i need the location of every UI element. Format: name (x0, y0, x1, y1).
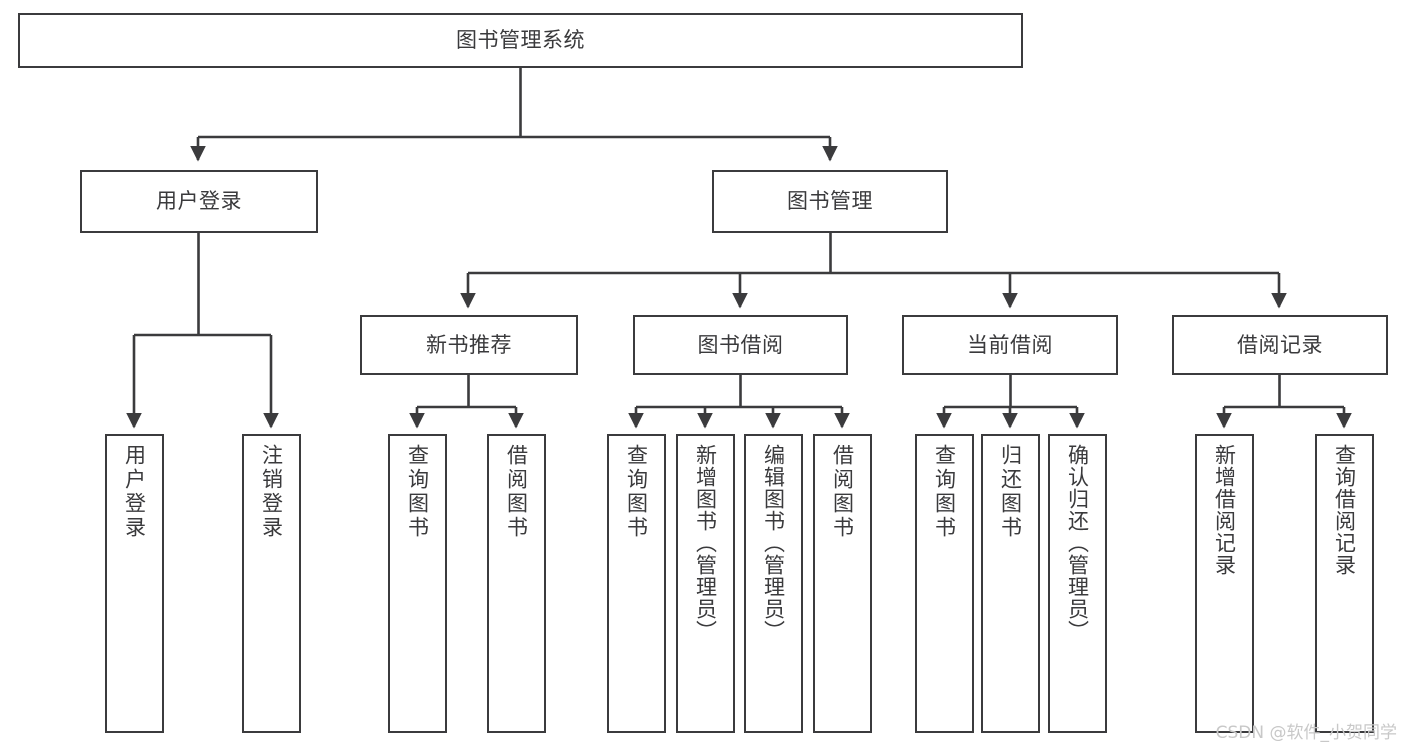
node-leaf-add-record[interactable]: 新增借阅记录 (1195, 434, 1254, 733)
node-leaf-query-book-1[interactable]: 查询图书 (388, 434, 447, 733)
node-leaf-query-book-1-label: 查询图书 (405, 444, 430, 540)
node-root[interactable]: 图书管理系统 (18, 13, 1023, 68)
node-user-login[interactable]: 用户登录 (80, 170, 318, 233)
node-user-login-label: 用户登录 (156, 189, 242, 214)
node-leaf-add-record-label: 新增借阅记录 (1212, 444, 1237, 576)
node-borrow-record-label: 借阅记录 (1237, 332, 1323, 357)
node-leaf-query-book-2-label: 查询图书 (624, 444, 649, 540)
node-leaf-edit-book-label: 编辑图书（管理员） (761, 444, 786, 642)
node-current-borrow-label: 当前借阅 (967, 332, 1053, 357)
node-leaf-confirm-return[interactable]: 确认归还（管理员） (1048, 434, 1107, 733)
node-leaf-logout-login-label: 注销登录 (259, 444, 284, 540)
node-new-book-recommend[interactable]: 新书推荐 (360, 315, 578, 375)
node-leaf-query-record-label: 查询借阅记录 (1332, 444, 1357, 576)
node-leaf-borrow-book-1-label: 借阅图书 (504, 444, 529, 540)
node-leaf-borrow-book-1[interactable]: 借阅图书 (487, 434, 546, 733)
node-book-borrow-label: 图书借阅 (697, 332, 784, 357)
node-leaf-query-book-3-label: 查询图书 (932, 444, 957, 540)
node-book-manage-label: 图书管理 (787, 189, 873, 214)
node-leaf-return-book[interactable]: 归还图书 (981, 434, 1040, 733)
node-root-label: 图书管理系统 (456, 28, 585, 53)
node-leaf-edit-book[interactable]: 编辑图书（管理员） (744, 434, 803, 733)
node-leaf-return-book-label: 归还图书 (998, 444, 1023, 540)
node-leaf-borrow-book-2[interactable]: 借阅图书 (813, 434, 872, 733)
node-leaf-user-login[interactable]: 用户登录 (105, 434, 164, 733)
node-book-borrow[interactable]: 图书借阅 (633, 315, 848, 375)
node-leaf-query-record[interactable]: 查询借阅记录 (1315, 434, 1374, 733)
node-leaf-add-book-label: 新增图书（管理员） (693, 444, 718, 642)
node-leaf-query-book-2[interactable]: 查询图书 (607, 434, 666, 733)
node-leaf-query-book-3[interactable]: 查询图书 (915, 434, 974, 733)
node-borrow-record[interactable]: 借阅记录 (1172, 315, 1388, 375)
node-leaf-logout-login[interactable]: 注销登录 (242, 434, 301, 733)
node-new-book-recommend-label: 新书推荐 (426, 332, 512, 357)
node-leaf-borrow-book-2-label: 借阅图书 (830, 444, 855, 540)
node-leaf-user-login-label: 用户登录 (122, 444, 147, 540)
node-leaf-confirm-return-label: 确认归还（管理员） (1065, 444, 1090, 642)
node-book-manage[interactable]: 图书管理 (712, 170, 948, 233)
node-current-borrow[interactable]: 当前借阅 (902, 315, 1118, 375)
node-leaf-add-book[interactable]: 新增图书（管理员） (676, 434, 735, 733)
watermark: CSDN @软件_小贺同学 (1215, 723, 1397, 743)
